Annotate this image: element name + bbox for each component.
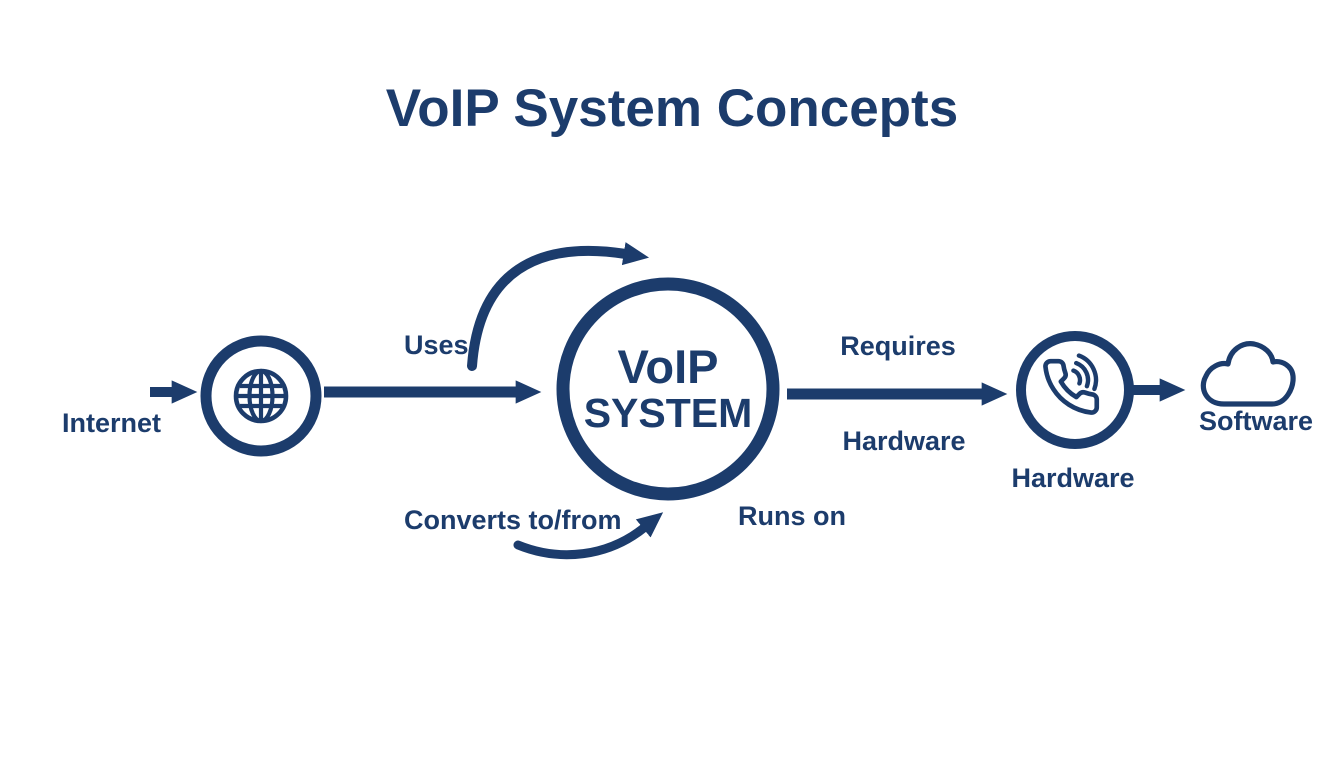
signal-waves-icon [1071,353,1099,392]
uses-label: Uses [404,330,469,360]
voip-ring [556,277,780,501]
globe-icon [233,368,289,424]
software-node-label: Software [1198,406,1314,436]
phone-ring [1016,331,1134,449]
converts-arrow [513,512,664,560]
hardware-node-label: Hardware [1011,463,1135,493]
uses-arrow [467,242,650,371]
voip-system-node: VoIP SYSTEM [583,339,753,437]
runs-on-label: Runs on [738,501,846,531]
phone-icon [1043,358,1100,415]
internet-label: Internet [62,408,162,438]
requires-hardware-label: Hardware [842,426,966,456]
requires-label: Requires [840,331,956,361]
converts-label: Converts to/from [404,505,622,535]
page-title: VoIP System Concepts [385,79,959,138]
voip-label-line1: VoIP [617,339,719,393]
globe-ring [200,335,322,457]
cloud-icon [1200,341,1296,407]
voip-label-line2: SYSTEM [583,390,753,437]
